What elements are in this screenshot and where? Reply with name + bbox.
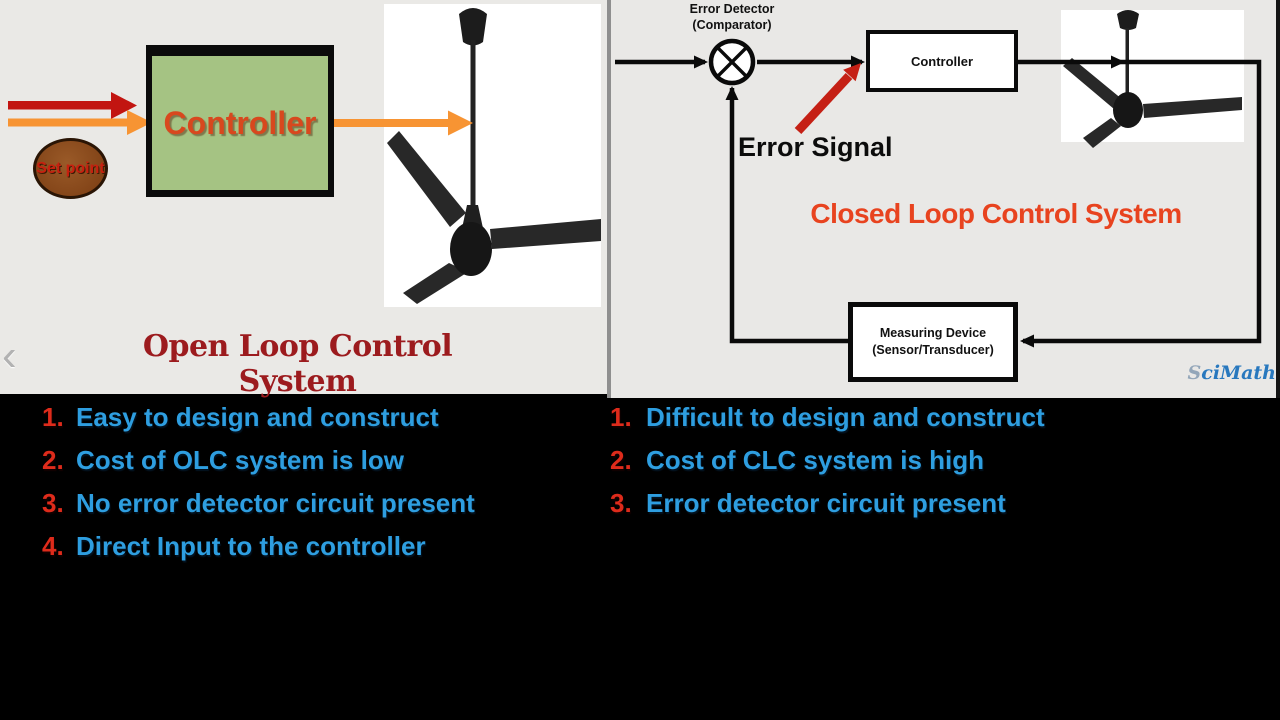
controller-label-closed-loop: Controller	[910, 53, 974, 69]
item-number: 1.	[42, 402, 64, 432]
open-loop-title: Open Loop Control System	[142, 329, 453, 399]
item-text: Error detector circuit present	[646, 488, 1006, 518]
error-detector-line1: Error Detector	[689, 2, 775, 16]
item-number: 4.	[42, 531, 64, 561]
set-point-ellipse: Set point	[33, 138, 108, 199]
item-number: 3.	[42, 488, 64, 518]
measuring-device-block: Measuring Device (Sensor/Transducer)	[848, 302, 1018, 382]
error-detector-label: Error Detector (Comparator)	[659, 1, 805, 33]
item-number: 3.	[610, 488, 632, 518]
measuring-device-line1: Measuring Device	[879, 326, 987, 340]
list-item: 1. Easy to design and construct	[42, 402, 582, 445]
closed-loop-diagram-graphics	[615, 10, 1262, 348]
panel-divider	[607, 0, 611, 398]
list-item: 4. Direct Input to the controller	[42, 531, 582, 574]
red-input-arrow	[8, 92, 137, 119]
ceiling-fan-image-small	[1061, 10, 1244, 148]
closed-loop-points-list: 1. Difficult to design and construct 2. …	[610, 402, 1210, 531]
closed-loop-title: Closed Loop Control System	[810, 198, 1182, 229]
scimath-watermark: SciMath	[1187, 362, 1276, 384]
error-detector-line2: (Comparator)	[692, 18, 772, 32]
list-item: 2. Cost of OLC system is low	[42, 445, 582, 488]
item-number: 2.	[610, 445, 632, 475]
set-point-label: Set point	[36, 159, 105, 177]
list-item: 3. Error detector circuit present	[610, 488, 1210, 531]
orange-input-arrow	[8, 110, 152, 135]
ceiling-fan-image	[384, 4, 601, 307]
list-item: 3. No error detector circuit present	[42, 488, 582, 531]
item-text: Cost of CLC system is high	[646, 445, 985, 475]
measuring-device-line2: (Sensor/Transducer)	[872, 343, 994, 357]
item-text: No error detector circuit present	[76, 488, 475, 518]
signal-flow-lines	[615, 59, 1262, 344]
controller-label-open-loop: Controller	[163, 104, 317, 141]
orange-output-arrow	[332, 110, 473, 136]
previous-slide-chevron-icon[interactable]: ‹	[2, 331, 17, 380]
closed-loop-panel: Error Detector (Comparator) Controller E…	[611, 0, 1280, 398]
comparator-symbol	[708, 38, 756, 86]
open-loop-points-list: 1. Easy to design and construct 2. Cost …	[42, 402, 582, 574]
open-loop-diagram-graphics	[8, 4, 601, 307]
line-arrowheads	[694, 55, 1125, 348]
list-item: 2. Cost of CLC system is high	[610, 445, 1210, 488]
item-text: Easy to design and construct	[76, 402, 439, 432]
item-text: Direct Input to the controller	[76, 531, 426, 561]
error-signal-arrow	[794, 63, 861, 135]
item-text: Cost of OLC system is low	[76, 445, 404, 475]
controller-block-closed-loop: Controller	[866, 30, 1018, 92]
item-text: Difficult to design and construct	[646, 402, 1045, 432]
open-loop-panel: Set point Controller Open Loop Control S…	[0, 0, 607, 399]
controller-block-open-loop: Controller	[146, 45, 334, 197]
error-signal-label: Error Signal	[738, 132, 893, 162]
item-number: 2.	[42, 445, 64, 475]
item-number: 1.	[610, 402, 632, 432]
list-item: 1. Difficult to design and construct	[610, 402, 1210, 445]
